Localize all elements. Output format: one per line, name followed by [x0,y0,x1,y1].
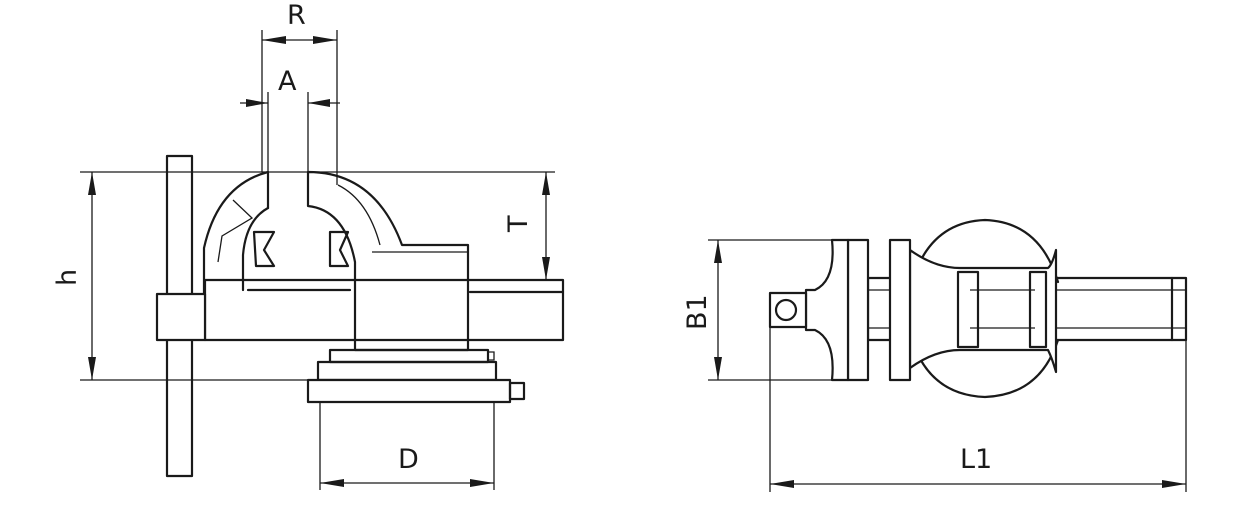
dimension-b1: B1 [682,239,848,381]
label-l1: L1 [960,444,992,475]
side-view: R A T h [52,0,565,490]
dimension-a: A [240,66,340,172]
swivel-base [306,348,526,404]
slide-bar [203,278,565,342]
fixed-jaw [202,170,276,296]
label-a: A [278,66,297,97]
dimension-r: R [261,0,338,185]
movable-jaw-plate [888,238,912,382]
dimension-l1: L1 [769,327,1187,492]
top-view: B1 L1 [682,218,1188,492]
top-fixed-jaw [768,238,850,382]
handle-collar [155,292,207,342]
label-b1: B1 [682,294,713,330]
label-h: h [52,269,83,286]
swivel-circle [910,218,1060,399]
dimension-h: h [52,172,318,381]
label-r: R [287,0,306,31]
label-t: T [503,215,534,233]
movable-jaw [306,170,470,352]
dimension-t: T [80,171,555,281]
label-d: D [398,444,419,475]
top-movable-jaw [908,248,1058,374]
fixed-jaw-plate [846,238,870,382]
dimension-d: D [319,402,495,490]
